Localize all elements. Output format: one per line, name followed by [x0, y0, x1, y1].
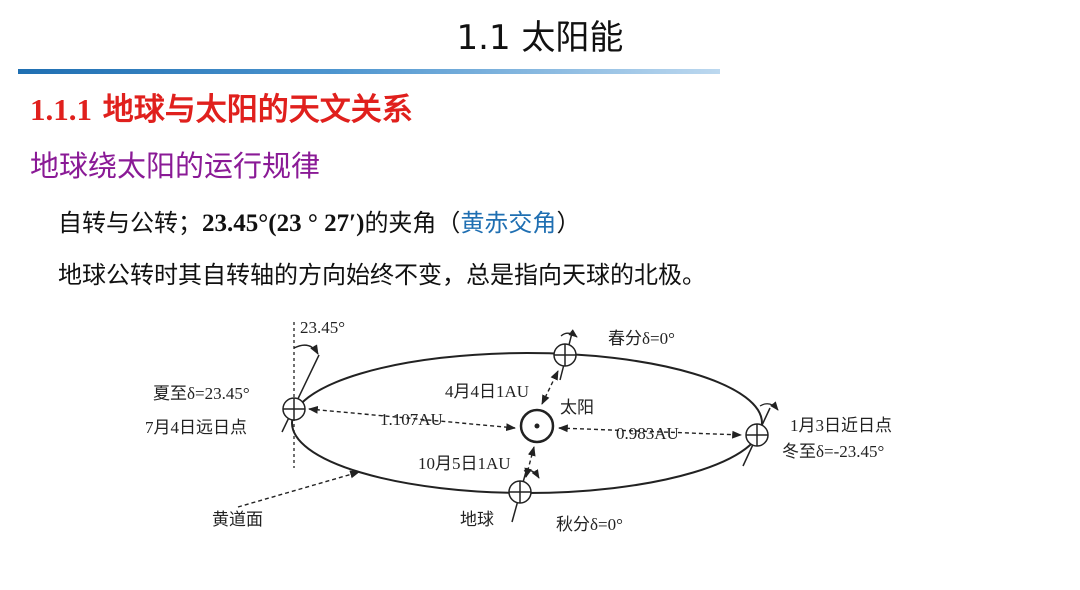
sun-label: 太阳	[560, 398, 594, 417]
sun-autumn-arrow	[526, 447, 534, 477]
earth-label: 地球	[460, 510, 494, 529]
sun-spring-arrow	[542, 371, 558, 404]
summer-solstice-label: 夏至δ=23.45°	[153, 384, 250, 403]
ecliptic-plane-label: 黄道面	[212, 510, 263, 529]
ecliptic-pointer-arrow	[238, 472, 359, 507]
autumn-date-label: 10月5日1AU	[418, 454, 511, 473]
far-distance-label: 1.107AU	[380, 410, 443, 429]
near-distance-label: 0.983AU	[616, 424, 679, 443]
autumn-equinox-label: 秋分δ=0°	[556, 515, 623, 534]
aphelion-date-label: 7月4日远日点	[145, 418, 247, 437]
spring-equinox-label: 春分δ=0°	[608, 329, 675, 348]
earth-autumn	[509, 468, 539, 522]
tilt-angle-arc	[294, 345, 318, 354]
spring-date-label: 4月4日1AU	[445, 382, 529, 401]
earth-spring	[554, 333, 577, 380]
sun-symbol	[521, 410, 553, 442]
perihelion-date-label: 1月3日近日点	[790, 416, 892, 435]
winter-solstice-label: 冬至δ=-23.45°	[782, 442, 884, 461]
tilt-angle-label: 23.45°	[300, 318, 345, 337]
